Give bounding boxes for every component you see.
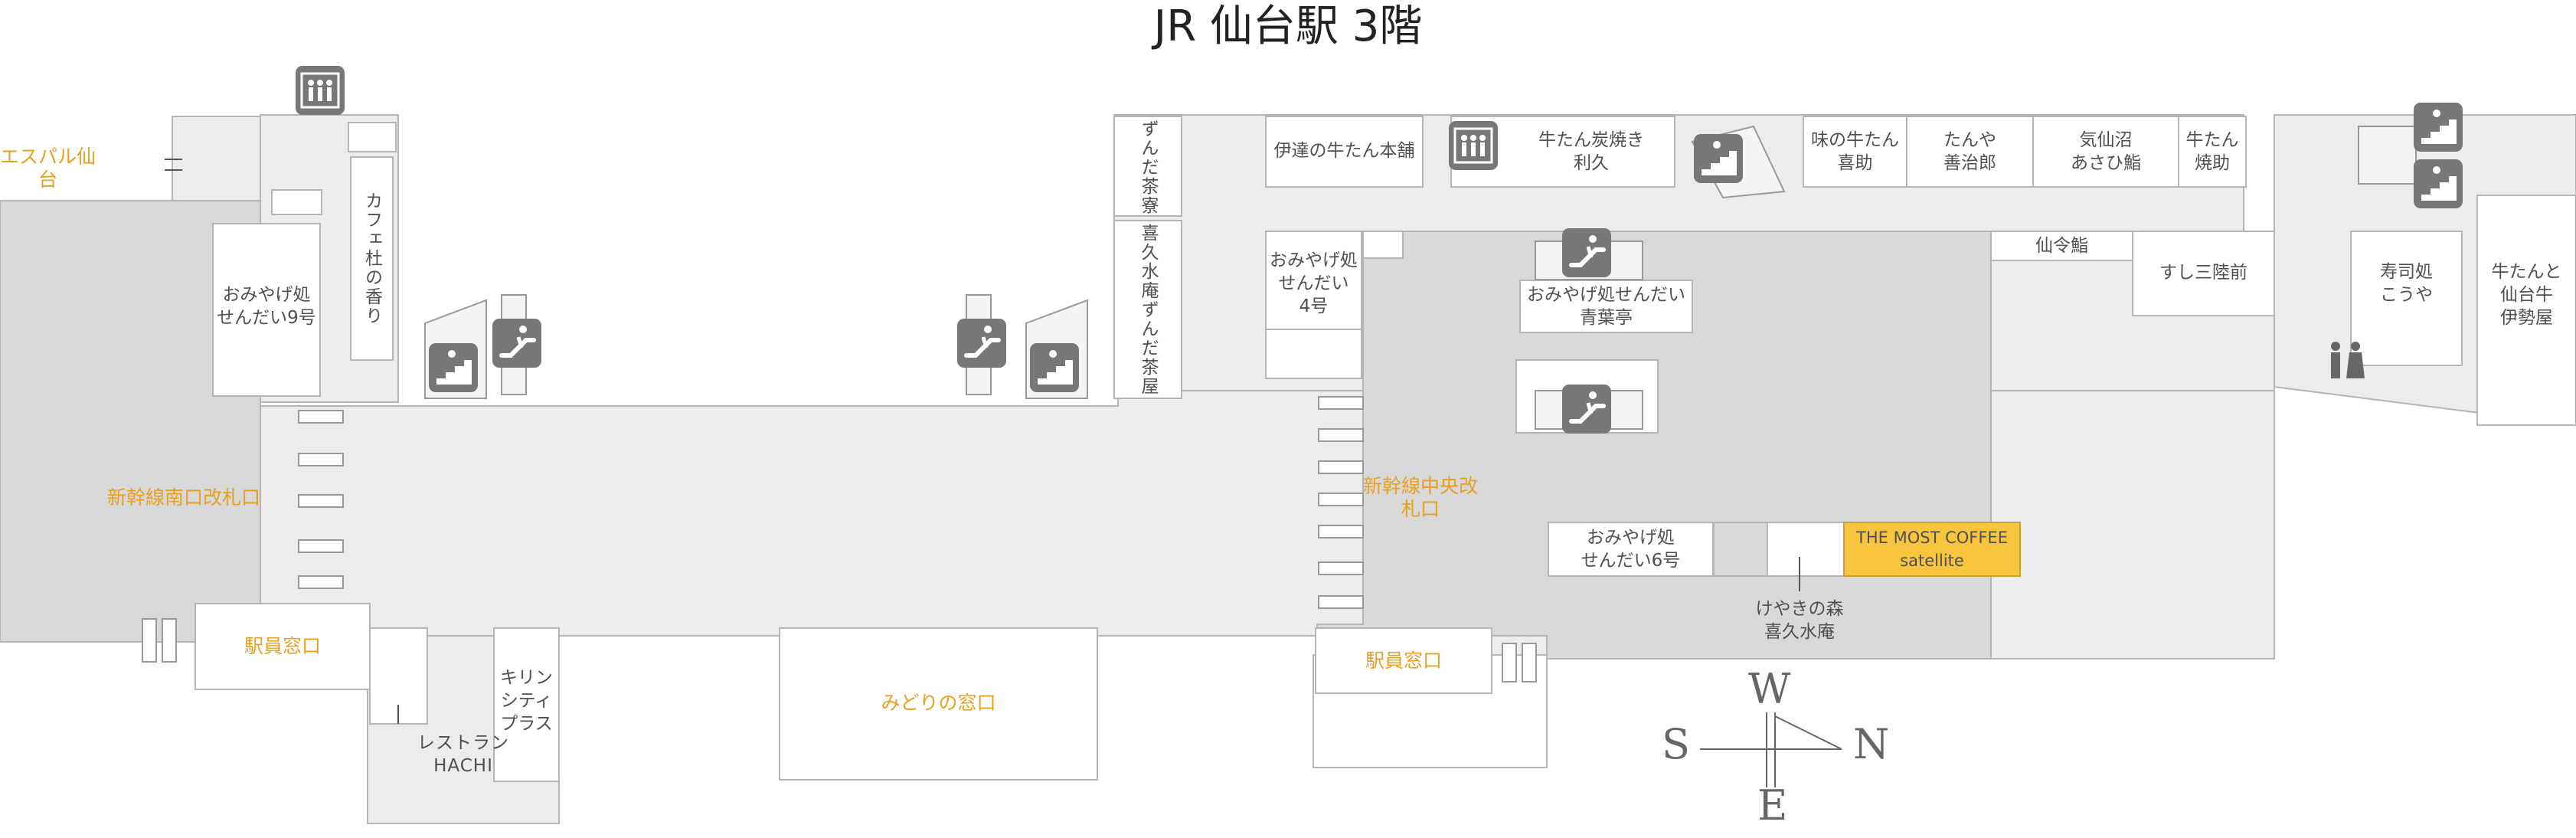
shop-rikyu: 牛たん炭焼き 利久 (1538, 130, 1644, 173)
zone-shinkansen-south-gate: 新幹線南口改札口 (106, 486, 260, 509)
shop-zunda-saryo: ずんだ茶寮 (1138, 119, 1158, 215)
elevator-icon (294, 64, 346, 116)
escalator-icon (492, 319, 541, 368)
restroom-icon (2331, 342, 2365, 378)
shop-omiyage-4: おみやげ処 せんだい 4号 (1270, 250, 1358, 316)
shop-senreishi: 仙令鮨 (2035, 236, 2088, 256)
zone-midori-window: みどりの窓口 (881, 692, 996, 714)
escalator-icon (957, 319, 1006, 368)
shop-cafe-mori: カフェ杜の香り (361, 191, 382, 326)
stairs-icon (429, 343, 478, 392)
zone-shinkansen-central-gate: 新幹線中央改札口 (1363, 475, 1479, 520)
leader-lines (165, 159, 1800, 724)
compass-n: N (1853, 720, 1890, 768)
shop-sushi-kouya: 寿司処 こうや (2380, 262, 2433, 305)
escalator-icon (1562, 385, 1611, 434)
shop-sushi-sanriku: すし三陸前 (2159, 263, 2247, 283)
shop-tanya: たんや 善治郎 (1943, 130, 1996, 173)
stairs-icon (2414, 103, 2463, 152)
compass-rose (1700, 712, 1842, 787)
stairs-icon (1030, 343, 1079, 392)
page-title: JR 仙台駅 3階 (1153, 2, 1423, 51)
zone-station-office-2: 駅員窓口 (1365, 650, 1442, 672)
zone-espal: エスパル仙台 (0, 146, 96, 191)
shop-gyutan-isegyu: 牛たんと 仙台牛 伊勢屋 (2491, 262, 2562, 328)
stairs-icon (2414, 159, 2463, 208)
shop-keyaki: けやきの森 喜久水庵 (1755, 599, 1844, 642)
ticket-gates (142, 396, 1537, 683)
shop-kesennuma: 気仙沼 あさひ鮨 (2071, 130, 2141, 173)
shop-aji-gyutan: 味の牛たん 喜助 (1811, 130, 1899, 173)
stairs-icon (1694, 134, 1743, 183)
shop-kikusui-zunda: 喜久水庵ずんだ茶屋 (1138, 224, 1158, 396)
highlight-most-coffee (1843, 522, 2021, 577)
shop-date-gyutan: 伊達の牛たん本舗 (1273, 141, 1415, 161)
shop-most-coffee: THE MOST COFFEE satellite (1856, 529, 2008, 570)
escalator-icon (1562, 228, 1611, 277)
shop-restaurant-hachi: レストラン HACHI (417, 733, 509, 776)
compass-s: S (1662, 720, 1690, 768)
map-icons (294, 64, 2463, 434)
shop-omiyage-9: おみやげ処 せんだい9号 (217, 285, 316, 328)
elevator-icon (1447, 119, 1499, 172)
compass-e: E (1757, 781, 1788, 830)
compass-w: W (1748, 665, 1791, 713)
shop-blocks (195, 116, 2576, 782)
zone-station-office-1: 駅員窓口 (244, 635, 321, 657)
shop-kirin-city: キリン シティ プラス (500, 668, 553, 734)
shop-omiyage-6: おみやげ処 せんだい6号 (1581, 528, 1681, 571)
shop-omiyage-seiyotei: おみやげ処せんだい 青葉亭 (1527, 285, 1685, 328)
shop-gyutan-yakisuke: 牛たん 焼助 (2185, 130, 2239, 173)
